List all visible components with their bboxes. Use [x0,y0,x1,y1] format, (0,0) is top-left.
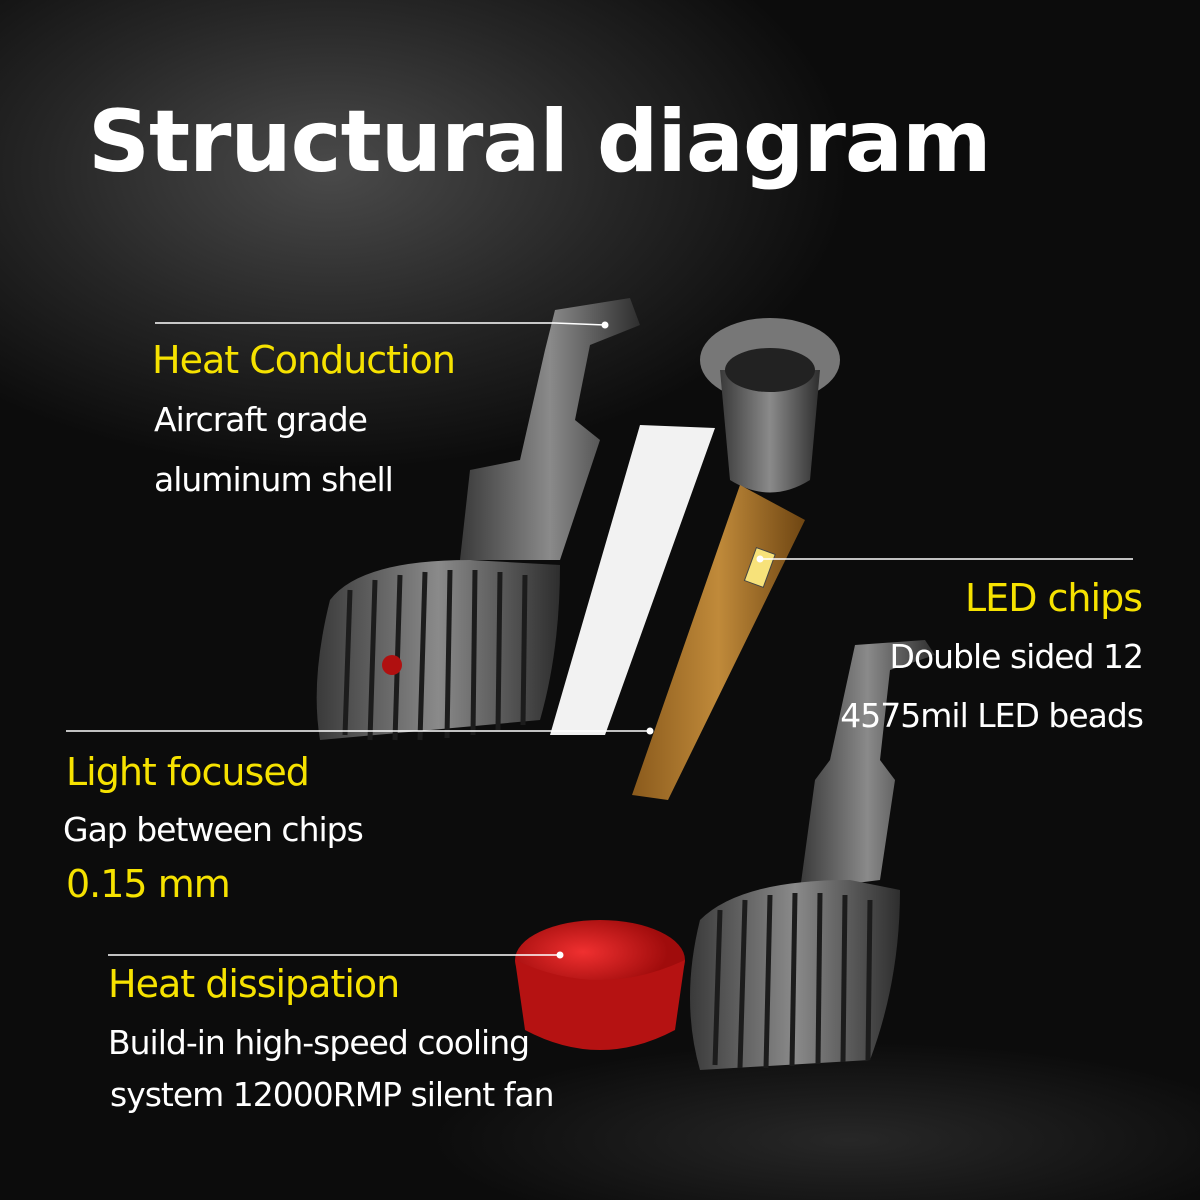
heat-conduction-line2: aluminum shell [154,460,394,499]
led-chips-heading: LED chips [965,576,1143,620]
upper-bulb-body [316,298,640,741]
heat-dissipation-heading: Heat dissipation [108,962,400,1006]
heat-dissipation-line2: system 12000RMP silent fan [110,1075,554,1114]
light-focused-heading: Light focused [66,750,310,794]
light-focused-line1: Gap between chips [63,810,364,849]
thermal-plate [550,425,715,735]
lower-bulb-body [690,640,935,1070]
led-chips-line1: Double sided 12 [889,637,1144,676]
heat-dissipation-line1: Build-in high-speed cooling [108,1023,530,1062]
heat-conduction-heading: Heat Conduction [152,338,456,382]
cooling-fan-cap [515,920,685,1050]
light-focused-value: 0.15 mm [66,862,231,906]
page-title: Structural diagram [88,92,992,192]
callout-lines [66,322,1133,956]
led-circuit-board [632,485,805,800]
mounting-collar [700,318,840,493]
led-chips-line2: 4575mil LED beads [840,696,1144,735]
heat-conduction-line1: Aircraft grade [154,400,368,439]
